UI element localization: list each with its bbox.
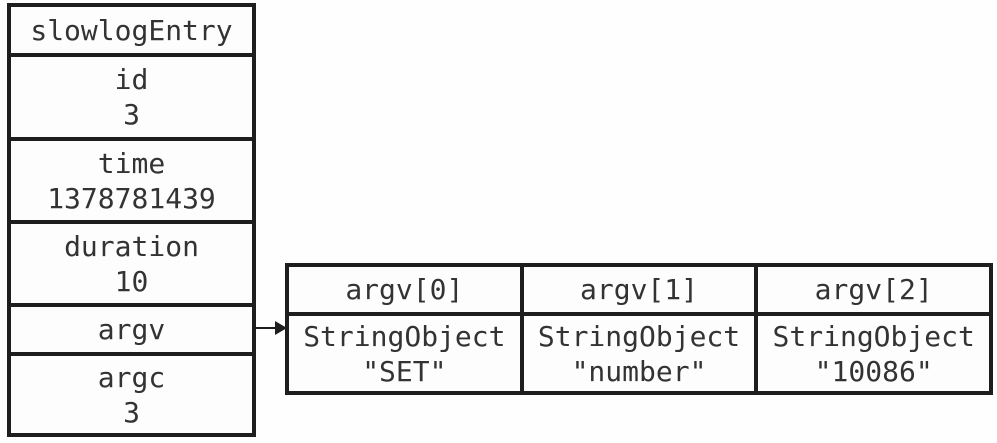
object-value-label: "10086" bbox=[814, 354, 933, 388]
argv-index-label: argv[0] bbox=[345, 273, 464, 306]
argv-array-table: argv[0] StringObject "SET" argv[1] Strin… bbox=[285, 263, 993, 395]
object-value-label: "SET" bbox=[362, 354, 447, 388]
field-label: duration bbox=[64, 229, 199, 263]
object-type-label: StringObject bbox=[537, 319, 741, 353]
argv-column-header: argv[0] bbox=[289, 267, 520, 316]
field-value: 3 bbox=[123, 395, 140, 429]
object-value-label: "number" bbox=[571, 354, 707, 388]
field-row-duration: duration 10 bbox=[11, 220, 252, 303]
field-value: 10 bbox=[114, 264, 149, 298]
string-object-cell: StringObject "10086" bbox=[758, 316, 989, 391]
argv-index-label: argv[1] bbox=[580, 273, 699, 306]
field-row-id: id 3 bbox=[11, 53, 252, 137]
object-type-label: StringObject bbox=[303, 319, 506, 353]
struct-name-label: slowlogEntry bbox=[30, 13, 233, 47]
argv-column-0: argv[0] StringObject "SET" bbox=[289, 267, 520, 391]
string-object-cell: StringObject "number" bbox=[524, 316, 755, 391]
object-type-label: StringObject bbox=[772, 319, 975, 353]
field-label: argv bbox=[97, 313, 166, 346]
argv-column-2: argv[2] StringObject "10086" bbox=[754, 267, 990, 391]
field-value: 1378781439 bbox=[47, 181, 216, 215]
field-row-argv: argv bbox=[11, 303, 252, 352]
argv-pointer-arrow-icon bbox=[253, 321, 287, 335]
entry-table-title: slowlogEntry bbox=[11, 7, 252, 53]
argv-column-header: argv[1] bbox=[523, 267, 755, 316]
field-row-argc: argc 3 bbox=[11, 352, 252, 433]
argv-column-1: argv[1] StringObject "number" bbox=[519, 267, 755, 391]
argv-index-label: argv[2] bbox=[814, 273, 933, 306]
field-label: id bbox=[114, 63, 149, 96]
field-row-time: time 1378781439 bbox=[11, 137, 252, 220]
slowlog-entry-table: slowlogEntry id 3 time 1378781439 durati… bbox=[7, 3, 256, 437]
field-label: time bbox=[97, 146, 166, 180]
string-object-cell: StringObject "SET" bbox=[289, 316, 520, 391]
argv-column-header: argv[2] bbox=[758, 267, 990, 316]
field-value: 3 bbox=[123, 98, 140, 131]
field-label: argc bbox=[97, 360, 166, 394]
